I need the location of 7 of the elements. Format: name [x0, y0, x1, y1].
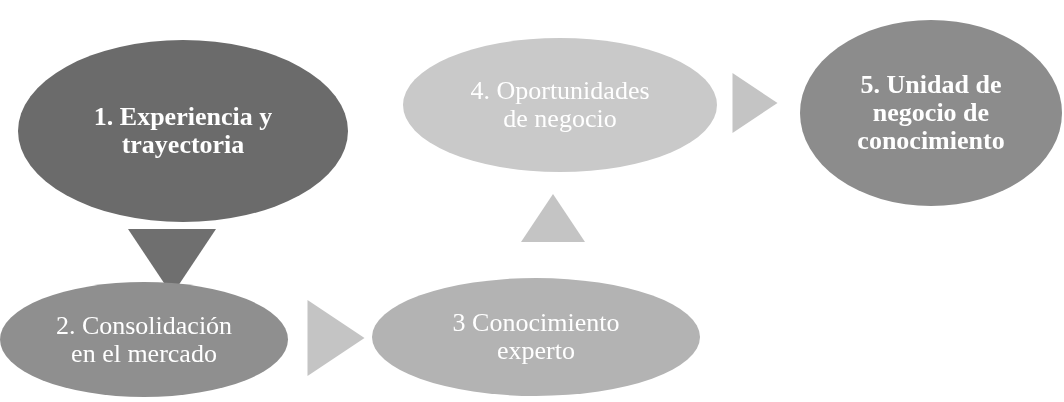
node-text: 5. Unidad de negocio de conocimiento: [856, 71, 1006, 155]
node-text: 1. Experiencia y trayectoria: [92, 103, 274, 159]
node-text: 2. Consolidación en el mercado: [54, 311, 234, 368]
arrow-triangle: [521, 194, 585, 242]
arrow-triangle: [732, 73, 778, 133]
arrow-triangle: [307, 300, 365, 376]
node-text: 3 Conocimiento experto: [451, 309, 621, 365]
